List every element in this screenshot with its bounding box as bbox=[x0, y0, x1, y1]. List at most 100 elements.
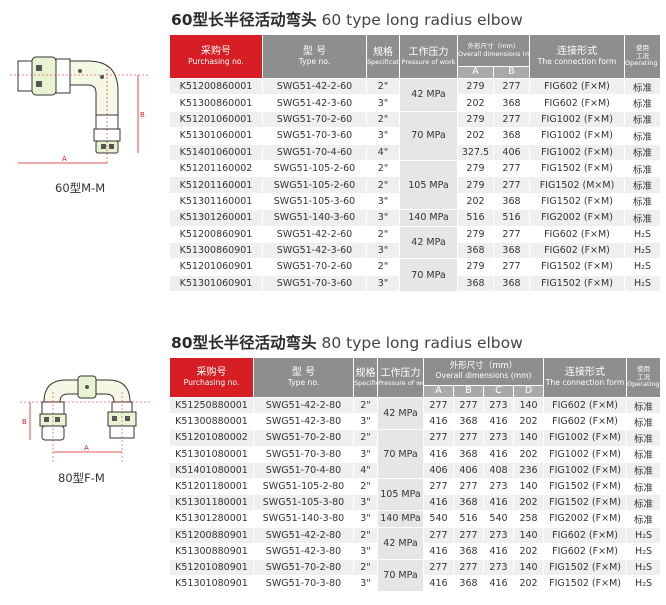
table-cell: 416 bbox=[483, 575, 514, 593]
table-cell: K51201060901 bbox=[169, 258, 263, 276]
table-cell: 2" bbox=[353, 429, 378, 447]
table-cell: 368 bbox=[493, 94, 530, 112]
svg-text:A: A bbox=[62, 155, 67, 163]
table-cell: 273 bbox=[483, 429, 514, 447]
table-cell: 416 bbox=[423, 413, 454, 431]
table-cell: SWG51-105-3-60 bbox=[262, 192, 367, 211]
table-cell: FIG602 (F×M) bbox=[529, 94, 625, 112]
table-cell: 标准 bbox=[624, 94, 661, 112]
pressure-cell: 105 MPa bbox=[377, 477, 424, 512]
table-cell: SWG51-42-2-60 bbox=[262, 225, 367, 243]
table-cell: 2" bbox=[366, 110, 400, 129]
table-cell: SWG51-42-3-60 bbox=[262, 241, 367, 260]
table-cell: 标准 bbox=[624, 127, 661, 145]
table-cell: 3" bbox=[366, 209, 400, 227]
table-cell: 标准 bbox=[626, 494, 662, 512]
table-cell: 416 bbox=[483, 445, 514, 463]
table-cell: SWG51-42-3-60 bbox=[262, 94, 367, 112]
table-cell: 279 bbox=[457, 110, 494, 129]
table-cell: 2" bbox=[366, 77, 400, 96]
table-cell: H₂S bbox=[624, 274, 661, 293]
table-cell: 540 bbox=[423, 510, 454, 528]
table-cell: 277 bbox=[493, 258, 530, 276]
table-cell: K51201160002 bbox=[169, 159, 263, 178]
svg-text:B: B bbox=[140, 111, 145, 119]
table-cell: 277 bbox=[493, 225, 530, 243]
figure-caption-60: 60型M-M bbox=[55, 181, 106, 195]
table-cell: SWG51-42-2-60 bbox=[262, 77, 367, 96]
table-cell: 368 bbox=[493, 274, 530, 293]
pressure-cell: 70 MPa bbox=[399, 110, 458, 161]
table-cell: K51300860001 bbox=[169, 94, 263, 112]
pressure-cell: 42 MPa bbox=[399, 78, 458, 112]
table-cell: 2" bbox=[366, 225, 400, 243]
table-cell: FIG2002 (F×M) bbox=[543, 510, 628, 528]
table-cell: 516 bbox=[453, 510, 484, 528]
table-cell: 3" bbox=[353, 445, 378, 463]
table-cell: H₂S bbox=[626, 526, 662, 544]
table-cell: FIG1502 (F×M) bbox=[543, 575, 628, 593]
table-cell: SWG51-42-3-80 bbox=[253, 413, 354, 431]
table-cell: 2" bbox=[366, 258, 400, 276]
table-cell: FIG1502 (F×M) bbox=[529, 274, 625, 293]
svg-text:A: A bbox=[84, 444, 89, 452]
table-cell: SWG51-105-2-80 bbox=[253, 477, 354, 496]
table-cell: 140 bbox=[512, 526, 545, 544]
table-cell: 273 bbox=[483, 477, 514, 496]
table-cell: 2" bbox=[353, 477, 378, 496]
table-cell: SWG51-105-2-60 bbox=[262, 176, 367, 194]
svg-text:B: B bbox=[22, 418, 27, 426]
table-cell: FIG1002 (F×M) bbox=[543, 461, 628, 479]
table-cell: FIG1002 (F×M) bbox=[529, 143, 625, 161]
table-cell: 标准 bbox=[624, 110, 661, 129]
table-cell: 277 bbox=[423, 526, 454, 544]
table-cell: 236 bbox=[512, 461, 545, 479]
table-cell: SWG51-140-3-80 bbox=[253, 510, 354, 528]
table-cell: H₂S bbox=[624, 225, 661, 243]
table-cell: 277 bbox=[453, 396, 484, 415]
table-cell: FIG1502 (F×M) bbox=[529, 159, 625, 178]
table-cell: 3" bbox=[366, 94, 400, 112]
table-cell: K51201080901 bbox=[169, 558, 254, 577]
table-cell: 202 bbox=[457, 94, 494, 112]
table-cell: K51250880001 bbox=[169, 396, 254, 415]
table-cell: 标准 bbox=[626, 461, 662, 479]
header-spec: 规格Specification bbox=[366, 34, 400, 79]
table-cell: SWG51-70-4-60 bbox=[262, 143, 367, 161]
table-cell: 368 bbox=[493, 192, 530, 211]
table-cell: 416 bbox=[483, 542, 514, 560]
table-cell: 516 bbox=[493, 209, 530, 227]
table-cell: FIG602 (F×M) bbox=[529, 225, 625, 243]
section-title-60: 60型长半径活动弯头 60 type long radius elbow bbox=[171, 11, 523, 29]
table-cell: 279 bbox=[457, 77, 494, 96]
table-cell: K51200860001 bbox=[169, 77, 263, 96]
table-cell: K51301280001 bbox=[169, 510, 254, 528]
table-cell: K51401060001 bbox=[169, 143, 263, 161]
table-cell: SWG51-70-3-60 bbox=[262, 127, 367, 145]
pressure-cell: 42 MPa bbox=[377, 396, 424, 431]
table-cell: SWG51-70-3-80 bbox=[253, 575, 354, 593]
table-cell: 3" bbox=[353, 542, 378, 560]
table-cell: 3" bbox=[366, 127, 400, 145]
table-cell: 标准 bbox=[626, 477, 662, 496]
table-cell: 标准 bbox=[624, 192, 661, 211]
table-cell: 273 bbox=[483, 526, 514, 544]
table-cell: K51201180001 bbox=[169, 477, 254, 496]
header-dim-a: A bbox=[457, 66, 494, 79]
table-cell: 2" bbox=[353, 558, 378, 577]
table-cell: 202 bbox=[512, 413, 545, 431]
